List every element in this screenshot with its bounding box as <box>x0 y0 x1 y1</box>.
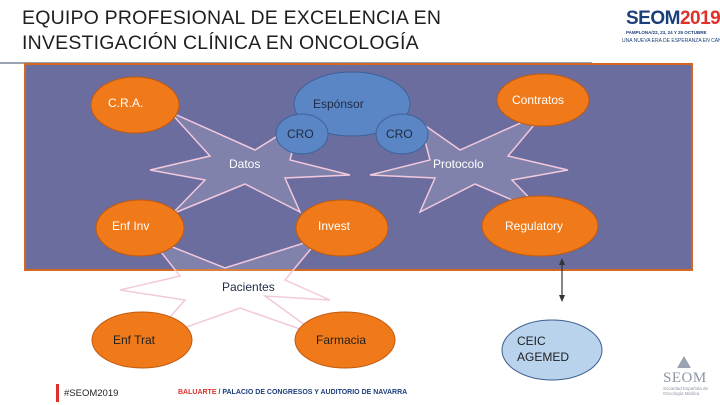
label-enf-trat: Enf Trat <box>113 333 156 347</box>
node-esponsor <box>293 71 411 137</box>
node-enf-inv <box>95 199 185 257</box>
label-invest: Invest <box>318 219 351 233</box>
footer-accent-bar <box>56 384 59 402</box>
logo-tagline: UNA NUEVA ERA DE ESPERANZA EN CÁNCER <box>622 38 720 44</box>
slide-title: EQUIPO PROFESIONAL DE EXCELENCIA EN INVE… <box>22 6 582 56</box>
logo-seom-text: SEOM <box>626 8 680 29</box>
node-invest <box>295 199 389 257</box>
arrowhead-down <box>559 295 565 302</box>
logo-dates: PAMPLONA/22, 23, 24 Y 25 OCTUBRE <box>626 30 707 35</box>
seom-bottom-logo: SEOM <box>663 370 707 386</box>
label-contratos: Contratos <box>512 93 564 107</box>
label-enf-inv: Enf Inv <box>112 219 149 233</box>
seom-logo-icon <box>677 356 691 368</box>
label-cro-left: CRO <box>287 127 314 141</box>
slide-title-line-2: INVESTIGACIÓN CLÍNICA EN ONCOLOGÍA <box>22 32 419 54</box>
seom2019-logo: SEOM2019 <box>626 8 720 30</box>
arrowhead-up <box>559 258 565 265</box>
node-regulatory <box>481 195 599 257</box>
node-contratos <box>496 73 590 127</box>
logo-year-text: 2019 <box>679 8 720 29</box>
footer-venue-highlight: BALUARTE <box>178 389 217 396</box>
label-datos: Datos <box>229 157 260 171</box>
footer-hashtag: #SEOM2019 <box>64 388 119 399</box>
slide-title-line-1: EQUIPO PROFESIONAL DE EXCELENCIA EN <box>22 7 442 29</box>
node-ceic <box>501 319 603 381</box>
label-cro-right: CRO <box>386 127 413 141</box>
footer-venue-text: / PALACIO DE CONGRESOS Y AUDITORIO DE NA… <box>216 389 408 396</box>
footer-venue: BALUARTE / PALACIO DE CONGRESOS Y AUDITO… <box>178 389 407 396</box>
label-ceic: CEIC <box>517 334 546 348</box>
title-divider <box>0 62 592 64</box>
label-esponsor: Espónsor <box>313 97 364 111</box>
label-pacientes: Pacientes <box>222 280 275 294</box>
label-regulatory: Regulatory <box>505 219 563 233</box>
node-cro-left <box>275 113 329 155</box>
label-protocolo: Protocolo <box>433 157 484 171</box>
node-farmacia <box>294 311 396 369</box>
label-cra: C.R.A. <box>108 96 143 110</box>
seom-bottom-subtitle: Sociedad Española de Oncología Médica <box>663 386 709 396</box>
node-enf-trat <box>91 311 193 369</box>
label-farmacia: Farmacia <box>316 333 366 347</box>
node-cro-right <box>375 113 429 155</box>
label-agemed: AGEMED <box>517 350 569 364</box>
node-cra <box>90 76 180 134</box>
